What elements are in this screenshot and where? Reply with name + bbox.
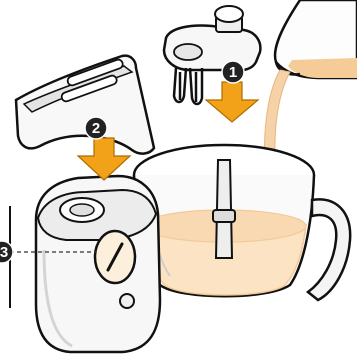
motor-base [36, 176, 160, 352]
power-button [120, 294, 134, 308]
arrow-step-1 [206, 82, 258, 122]
whisk-gear-ring [174, 44, 202, 60]
bowl-handle [308, 199, 350, 300]
whisk-beaters [174, 68, 202, 104]
spindle-cap [213, 210, 235, 222]
callout-badge-3: 3 [0, 241, 13, 263]
base-drive-socket-inner [70, 204, 94, 216]
pouring-jug [275, 0, 357, 78]
callout-label-1: 1 [229, 64, 237, 81]
whisk-knob [215, 6, 243, 22]
callout-badge-1: 1 [222, 61, 244, 83]
whisk-attachment [164, 6, 260, 104]
callout-label-3: 3 [0, 244, 8, 261]
callout-label-2: 2 [92, 120, 100, 137]
base-lid [16, 56, 154, 154]
mixing-bowl [134, 145, 350, 300]
callout-badge-2: 2 [85, 117, 107, 139]
